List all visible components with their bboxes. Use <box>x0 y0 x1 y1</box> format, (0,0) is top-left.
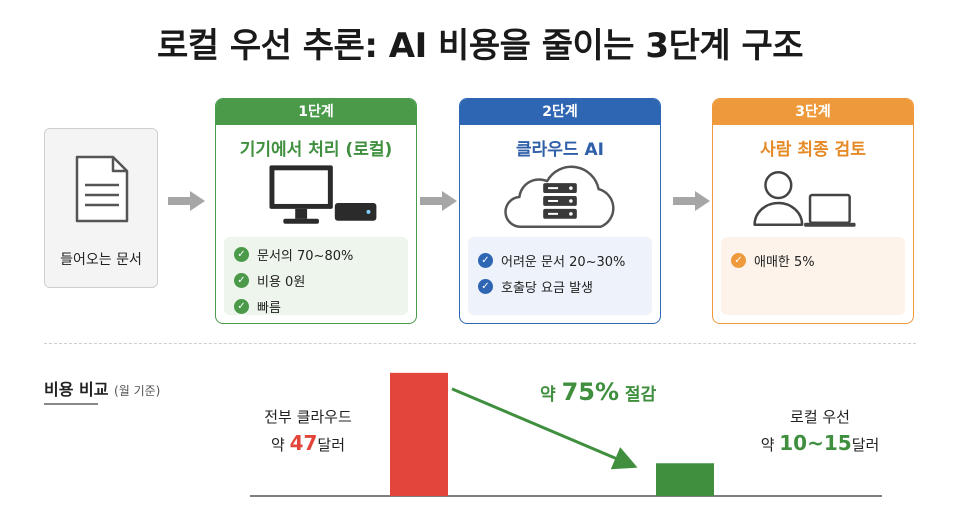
stage-1-details: ✓ 문서의 70~80% ✓ 비용 0원 ✓ 빠름 <box>224 237 408 316</box>
check-icon: ✓ <box>234 247 249 262</box>
comparison-subtitle: (월 기준) <box>114 384 161 398</box>
document-icon <box>75 155 129 223</box>
local-first-cost-label: 로컬 우선 약 10~15달러 <box>760 408 880 455</box>
section-divider <box>44 343 916 344</box>
stage-1-card: 1단계 기기에서 처리 (로컬) ✓ 문서의 70~80% ✓ 비용 0원 ✓ … <box>215 98 417 324</box>
stage-3-header: 3단계 <box>713 99 913 125</box>
comparison-title-underline <box>44 403 98 405</box>
person-laptop-icon <box>753 171 856 227</box>
input-document-card: 들어오는 문서 <box>44 128 158 288</box>
local-first-cost-value: 10~15 <box>779 431 852 455</box>
page-title: 로컬 우선 추론: AI 비용을 줄이는 3단계 구조 <box>156 26 804 66</box>
flow-arrow-icon <box>168 191 205 211</box>
stage-3-title: 사람 최종 검토 <box>760 140 866 160</box>
stage-1-item: ✓ 문서의 70~80% <box>234 245 398 264</box>
stage-2-details: ✓ 어려운 문서 20~30% ✓ 호출당 요금 발생 <box>468 237 652 315</box>
stage-2-card: 2단계 클라우드 AI ✓ 어려운 문서 20~30% ✓ 호출당 요금 발생 <box>459 98 661 324</box>
stage-1-title: 기기에서 처리 (로컬) <box>239 140 393 160</box>
stage-3-card: 3단계 사람 최종 검토 ✓ 애매한 5% <box>712 98 914 324</box>
savings-arrow <box>451 387 638 470</box>
check-icon: ✓ <box>478 253 493 268</box>
stage-2-item: ✓ 호출당 요금 발생 <box>478 277 642 296</box>
cloud-only-cost-value: 47 <box>289 431 318 455</box>
savings-label: 약 75% 절감 <box>540 378 657 406</box>
check-icon: ✓ <box>234 299 249 314</box>
stage-2-item: ✓ 어려운 문서 20~30% <box>478 251 642 270</box>
stage-2-header: 2단계 <box>460 99 660 125</box>
check-icon: ✓ <box>731 253 746 268</box>
flow-arrow-icon <box>673 191 710 211</box>
computer-icon <box>269 165 377 224</box>
cloud-server-icon <box>504 165 615 228</box>
stage-3-details: ✓ 애매한 5% <box>721 237 905 315</box>
cloud-only-cost-label: 전부 클라우드 약 47달러 <box>264 408 352 455</box>
check-icon: ✓ <box>234 273 249 288</box>
flow-arrow-icon <box>420 191 457 211</box>
stage-2-title: 클라우드 AI <box>516 140 604 160</box>
check-icon: ✓ <box>478 279 493 294</box>
savings-value: 75% <box>561 378 620 406</box>
stage-1-item: ✓ 빠름 <box>234 297 398 316</box>
cloud-only-bar <box>390 372 448 496</box>
stage-3-item: ✓ 애매한 5% <box>731 251 895 270</box>
cost-comparison-chart <box>250 372 882 497</box>
local-first-bar <box>656 463 714 496</box>
stage-1-item: ✓ 비용 0원 <box>234 271 398 290</box>
comparison-title: 비용 비교 (월 기준) <box>44 380 161 399</box>
stage-1-header: 1단계 <box>216 99 416 125</box>
input-document-label: 들어오는 문서 <box>60 252 142 268</box>
